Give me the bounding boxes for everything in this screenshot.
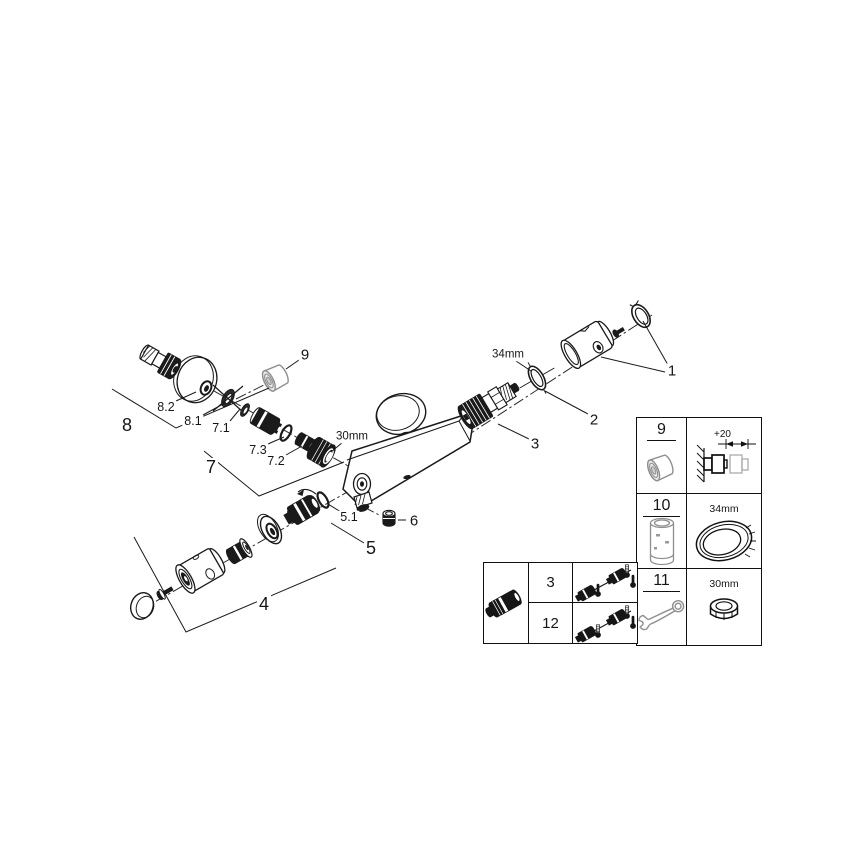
part-4-cap-disc <box>129 592 155 620</box>
wall-extension-icon <box>696 439 756 483</box>
part-label-9: 9 <box>298 346 312 364</box>
leader-lines <box>111 320 669 633</box>
part-label-6: 6 <box>407 512 421 530</box>
grey-cap-icon <box>646 454 674 482</box>
part-9-grey-cap <box>261 364 289 392</box>
extension-dim-label: +20 <box>714 429 731 440</box>
valve-row-3-ref-cell: 3 <box>529 563 573 603</box>
part-2-stop-ring <box>519 362 555 394</box>
part-8-s-union <box>139 344 182 380</box>
part-label-8-1: 8.1 <box>182 413 204 428</box>
dim-label-30mm: 30mm <box>334 430 370 443</box>
part-5-aquadimmer <box>283 495 321 525</box>
part-7-1-seal-crossed <box>212 384 244 413</box>
part-30mm-nut <box>306 436 336 468</box>
socket-sleeve-tool-icon <box>649 517 674 565</box>
service-row-11-detail-cell: 30mm <box>687 569 761 645</box>
part-4-adapter <box>225 538 253 565</box>
valve-variant-table: 3 <box>483 562 638 644</box>
part-label-7: 7 <box>203 457 219 477</box>
service-ref-11: 11 <box>643 571 680 593</box>
thermometer-solid-icon <box>629 615 636 629</box>
check-valve-part-cell <box>484 563 529 643</box>
thermometer-striped-icon <box>594 623 601 638</box>
part-7-3-o-ring <box>279 424 293 442</box>
30mm-nut-icon <box>709 598 738 621</box>
part-label-5: 5 <box>363 538 379 558</box>
part-6-plug <box>382 509 396 527</box>
dim-label-34mm: 34mm <box>490 348 526 361</box>
part-5-1-o-ring <box>316 491 330 509</box>
part-4-screw <box>156 586 174 601</box>
part-label-7-2: 7.2 <box>265 453 287 468</box>
nut-dim-label: 30mm <box>709 578 739 591</box>
check-valve-thermometer-icon <box>574 604 636 643</box>
valve-row-12-ref-cell: 12 <box>529 603 573 643</box>
open-end-wrench-icon <box>637 600 684 631</box>
valve-ref-3: 3 <box>546 574 555 591</box>
service-row-10-part-cell: 10 <box>637 493 687 570</box>
mixer-body <box>342 392 474 512</box>
part-label-2: 2 <box>587 411 601 429</box>
part-4-flange <box>256 513 283 545</box>
part-label-4: 4 <box>256 594 272 614</box>
part-3-thermostatic-cartridge <box>457 381 520 430</box>
service-ref-10: 10 <box>642 496 681 517</box>
part-7-ring <box>240 403 250 417</box>
valve-row-12-icon-cell <box>573 603 637 643</box>
part-8-2-escutcheon <box>173 355 218 404</box>
part-label-7-3: 7.3 <box>247 442 269 457</box>
valve-ref-12: 12 <box>542 614 559 632</box>
part-label-1: 1 <box>665 362 679 380</box>
part-label-7-1: 7.1 <box>210 420 232 435</box>
service-ref-9: 9 <box>647 420 676 441</box>
thermometer-solid-icon <box>629 574 636 588</box>
part-1-screw <box>612 326 625 338</box>
part-label-8-2: 8.2 <box>155 399 177 414</box>
part-label-3: 3 <box>528 435 542 453</box>
thermometer-striped-icon <box>623 604 630 619</box>
part-1-temperature-handle <box>560 320 615 370</box>
service-parts-table: 9 +20 <box>636 417 762 646</box>
34mm-ring-icon <box>695 520 756 562</box>
service-row-11-part-cell: 11 <box>637 569 687 645</box>
check-valve-icon <box>485 589 522 618</box>
part-7-check-valve <box>249 407 283 435</box>
part-label-8: 8 <box>119 415 135 435</box>
service-row-9-detail-cell: +20 <box>687 418 761 494</box>
thermometer-solid-icon <box>594 583 601 597</box>
check-valve-thermometer-icon <box>574 564 636 602</box>
thermometer-striped-icon <box>623 564 630 578</box>
valve-row-3-icon-cell <box>573 563 637 603</box>
part-1-cap-ring <box>629 300 651 329</box>
rotation-arrow <box>297 488 317 496</box>
service-row-10-detail-cell: 34mm <box>687 494 761 570</box>
part-label-5-1: 5.1 <box>338 509 360 524</box>
part-4-handle-body <box>175 547 226 594</box>
service-row-9-part-cell: 9 <box>637 418 687 494</box>
ring-dim-label: 34mm <box>709 502 739 515</box>
